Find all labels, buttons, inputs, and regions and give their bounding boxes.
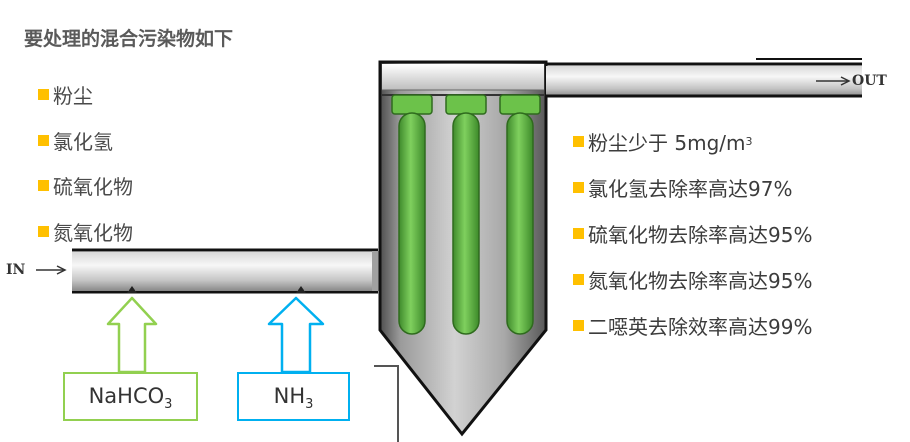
injection-nozzle [127,286,137,293]
discharge-line [374,365,399,442]
result-text: 硫氧化物去除率高达95% [588,222,813,247]
pollutant-label: 粉尘 [53,84,93,109]
result-text: 粉尘少于 5mg/m [588,130,746,155]
reagent-box-nahco3: NaHCO3 [63,372,198,421]
result-text: 二噁英去除效率高达99% [588,314,813,339]
result-item: 硫氧化物去除率高达95% [573,210,812,256]
inlet-label: IN [6,262,26,278]
pollutant-item: 氮氧化物 [38,209,133,255]
feed-arrow-icon [267,296,325,374]
result-item: 氯化氢去除率高达97% [573,164,812,210]
bullet-icon [38,225,49,237]
diagram-title: 要处理的混合污染物如下 [24,28,234,50]
pollutant-list: 粉尘 氯化氢 硫氧化物 氮氧化物 [38,72,133,254]
bullet-icon [38,134,49,146]
filter-tube [391,94,433,335]
bullet-icon [573,181,584,193]
reagent-subscript: 3 [164,397,173,413]
result-item: 二噁英去除效率高达99% [573,302,812,348]
result-text: 氮氧化物去除率高达95% [588,268,813,293]
reagent-box-nh3: NH3 [237,372,350,421]
bullet-icon [573,135,584,147]
inlet-pipe [72,248,386,294]
result-superscript: 3 [745,134,753,148]
feed-arrow-icon [106,296,158,374]
bullet-icon [38,180,49,192]
reagent-formula: NH [273,384,306,408]
outlet-label: OUT [852,73,887,89]
pollutant-item: 氯化氢 [38,118,133,164]
pollutant-label: 氮氧化物 [53,220,133,245]
bullet-icon [38,89,49,101]
outlet-arrow-icon [816,76,851,86]
pollutant-label: 氯化氢 [53,129,113,154]
injection-nozzle [296,286,306,293]
reagent-formula: NaHCO [88,384,165,408]
bullet-icon [573,319,584,331]
filter-tube [499,94,541,335]
filter-tube [445,94,487,335]
result-item: 氮氧化物去除率高达95% [573,256,812,302]
result-text: 氯化氢去除率高达97% [588,176,793,201]
bullet-icon [573,227,584,239]
reagent-subscript: 3 [305,397,314,413]
bullet-icon [573,273,584,285]
inlet-arrow-icon [36,265,67,275]
pollutant-label: 硫氧化物 [53,175,133,200]
pollutant-item: 粉尘 [38,72,133,118]
outlet-pipe [546,58,862,98]
pollutant-item: 硫氧化物 [38,163,133,209]
